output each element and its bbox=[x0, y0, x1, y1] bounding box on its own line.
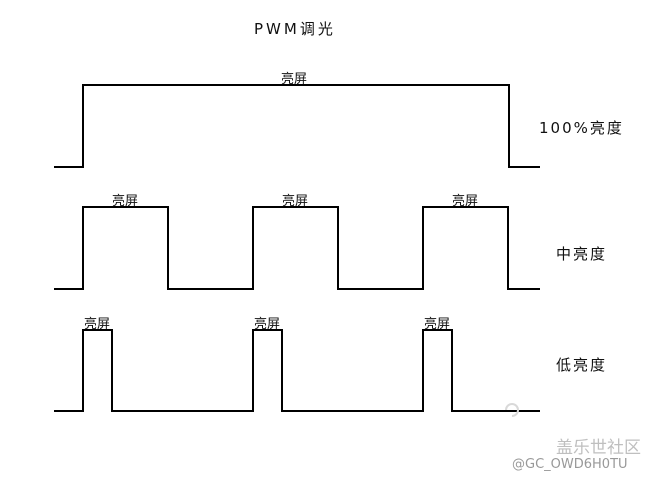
diagram-title: PWM调光 bbox=[254, 20, 336, 38]
on-label-100: 亮屏 bbox=[281, 72, 308, 87]
row-label-mid: 中亮度 bbox=[556, 245, 608, 263]
watermark-brand: 盖乐世社区 bbox=[556, 438, 641, 458]
on-label-mid-1: 亮屏 bbox=[112, 194, 139, 209]
row-label-low: 低亮度 bbox=[556, 356, 608, 374]
row-label-100: 100%亮度 bbox=[539, 119, 624, 137]
on-label-mid-2: 亮屏 bbox=[282, 194, 309, 209]
on-label-low-1: 亮屏 bbox=[84, 317, 111, 332]
watermark-logo-icon bbox=[505, 403, 519, 417]
waveform-mid bbox=[54, 206, 540, 290]
on-label-low-2: 亮屏 bbox=[254, 317, 281, 332]
watermark-user: @GC_OWD6H0TU bbox=[512, 457, 628, 472]
on-label-mid-3: 亮屏 bbox=[452, 194, 479, 209]
on-label-low-3: 亮屏 bbox=[424, 317, 451, 332]
waveform-100 bbox=[54, 84, 540, 168]
waveform-low bbox=[54, 329, 540, 412]
